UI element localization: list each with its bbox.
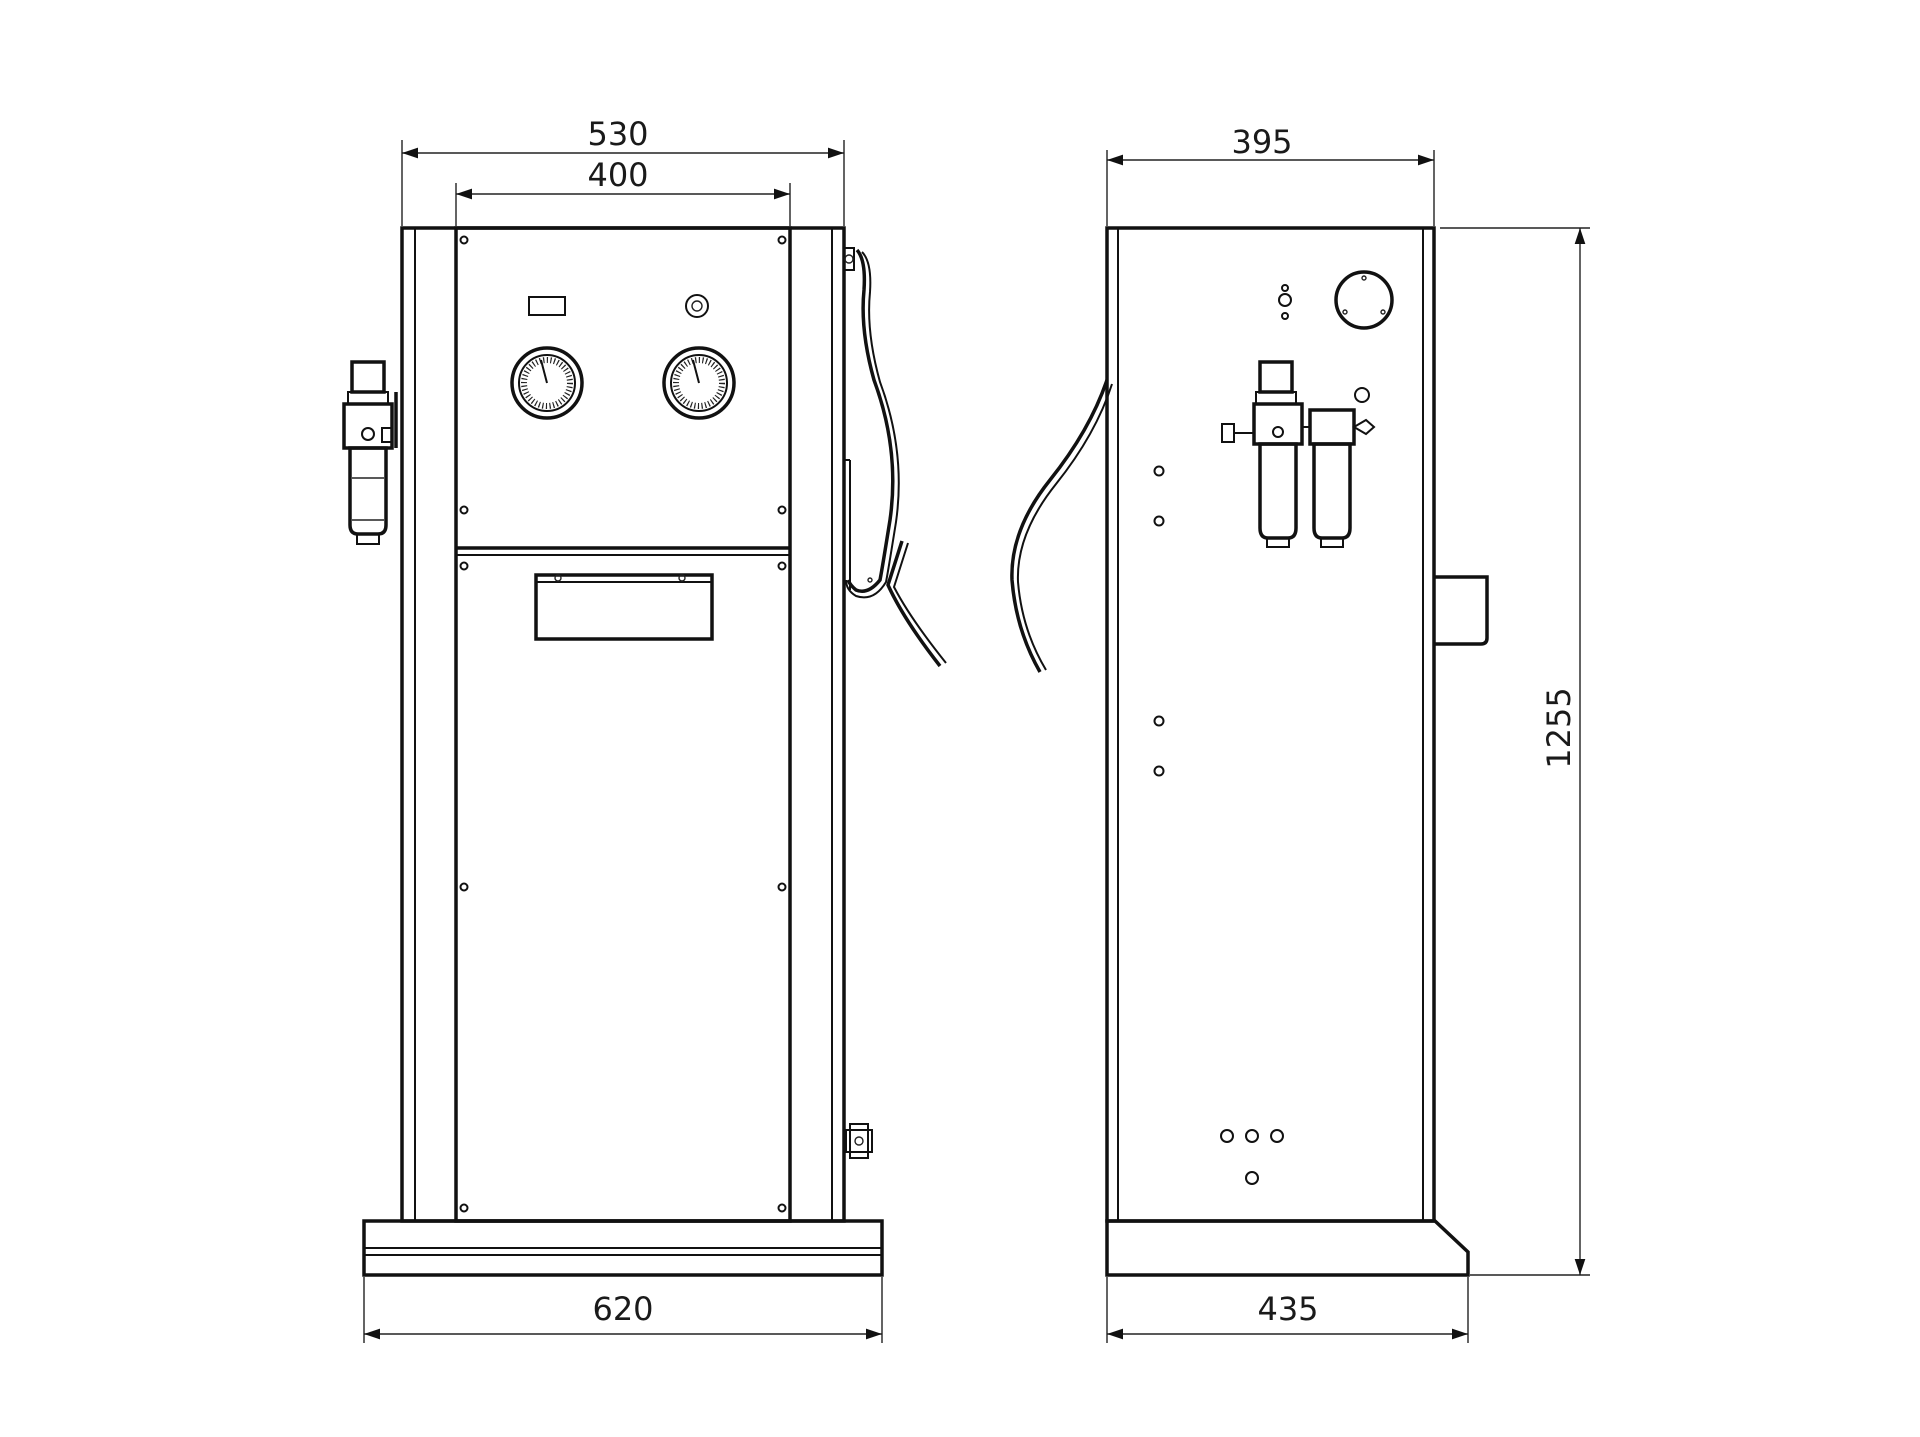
front-base [362, 1219, 884, 1277]
front-handle-tray [534, 573, 714, 641]
side-mounting-holes [1153, 465, 1284, 1185]
dim-front-panel-width: 400 [587, 156, 648, 194]
side-port [1354, 387, 1370, 403]
side-view [1010, 226, 1489, 1277]
round-access-cover [1334, 270, 1394, 330]
dimension-lines [363, 140, 1590, 1343]
front-center-panel [454, 226, 792, 1223]
indicator-lamp [685, 294, 709, 318]
filter-regulator-left [342, 360, 398, 545]
side-handle [1434, 575, 1489, 646]
display-window [528, 296, 566, 316]
side-base [1105, 1219, 1470, 1277]
lower-panel-screws [459, 561, 787, 1213]
filter-regulator-pair [1221, 360, 1376, 548]
side-hose [1010, 379, 1109, 673]
indicator-cluster [1278, 284, 1292, 320]
front-view [342, 226, 947, 1277]
dim-front-outer-width: 530 [587, 115, 648, 153]
left-pressure-gauge [510, 346, 584, 420]
dim-side-width: 395 [1231, 123, 1292, 161]
front-lower-fitting [845, 1123, 873, 1159]
front-cabinet-outline [400, 226, 846, 1223]
dim-side-base-width: 435 [1257, 1290, 1318, 1328]
dim-height: 1255 [1540, 687, 1578, 768]
dim-front-base-width: 620 [592, 1290, 653, 1328]
front-hose-assembly [843, 247, 947, 668]
upper-panel-screws [459, 235, 787, 515]
right-pressure-gauge [662, 346, 736, 420]
